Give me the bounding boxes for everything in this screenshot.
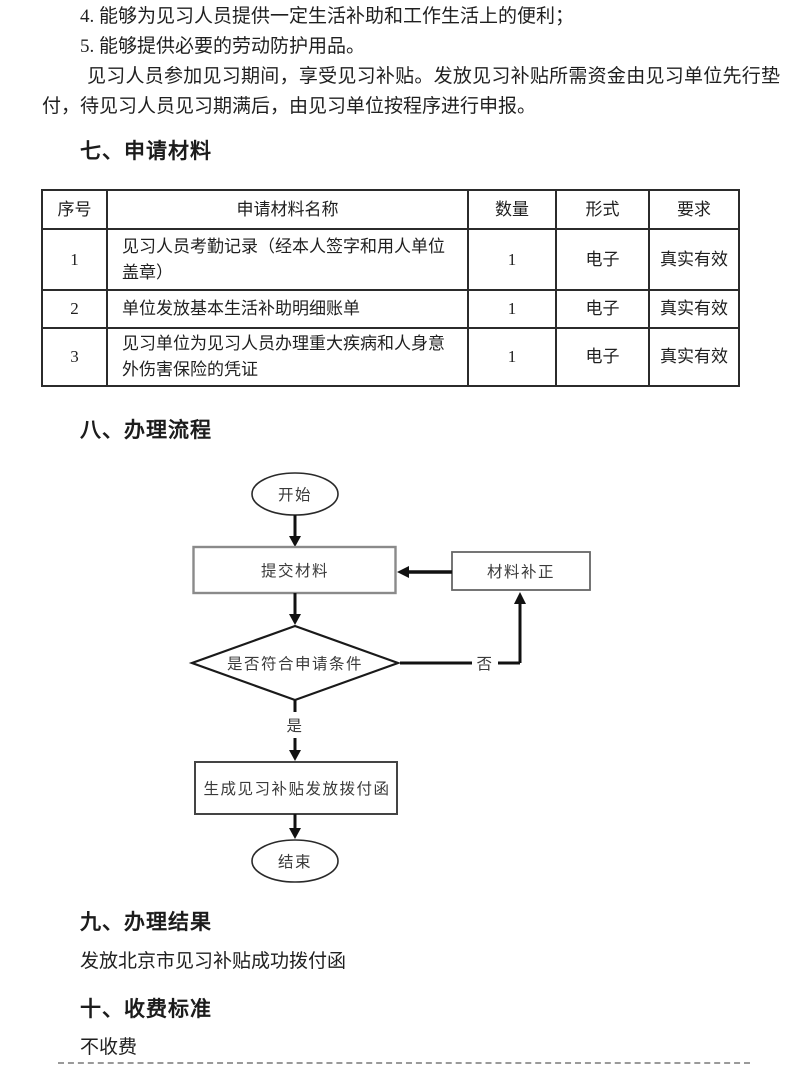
cell-index: 2 bbox=[41, 289, 108, 329]
cell-requirement: 真实有效 bbox=[648, 327, 740, 387]
cell-requirement: 真实有效 bbox=[648, 289, 740, 329]
arrow-down-icon bbox=[289, 614, 301, 625]
cell-quantity: 1 bbox=[467, 289, 557, 329]
cell-quantity: 1 bbox=[467, 327, 557, 387]
arrow-up-icon bbox=[514, 592, 526, 604]
cell-index: 3 bbox=[41, 327, 108, 387]
section-heading-materials: 七、申请材料 bbox=[80, 140, 212, 163]
list-item-5: 5. 能够提供必要的劳动防护用品。 bbox=[80, 36, 366, 57]
table-header-row: 序号 申请材料名称 数量 形式 要求 bbox=[41, 189, 740, 230]
flow-edge-yes-label: 是 bbox=[283, 712, 307, 738]
cell-format: 电子 bbox=[555, 228, 650, 291]
arrow-down-icon bbox=[289, 750, 301, 761]
page-bottom-divider bbox=[58, 1062, 750, 1064]
arrow-left-icon bbox=[397, 566, 409, 578]
table-row: 2 单位发放基本生活补助明细账单 1 电子 真实有效 bbox=[41, 289, 740, 329]
flow-node-decision-label: 是否符合申请条件 bbox=[226, 656, 363, 673]
cell-format: 电子 bbox=[555, 327, 650, 387]
cell-material-name: 见习人员考勤记录（经本人签字和用人单位盖章） bbox=[106, 228, 469, 291]
flow-edge-no-label: 否 bbox=[472, 650, 498, 676]
arrow-down-icon bbox=[289, 828, 301, 839]
col-header-index: 序号 bbox=[41, 189, 108, 230]
table-row: 1 见习人员考勤记录（经本人签字和用人单位盖章） 1 电子 真实有效 bbox=[41, 228, 740, 291]
flow-node-submit-label: 提交材料 bbox=[260, 563, 329, 580]
section-heading-fee: 十、收费标准 bbox=[80, 998, 212, 1021]
col-header-quantity: 数量 bbox=[467, 189, 557, 230]
list-item-4: 4. 能够为见习人员提供一定生活补助和工作生活上的便利； bbox=[80, 6, 575, 27]
cell-index: 1 bbox=[41, 228, 108, 291]
cell-quantity: 1 bbox=[467, 228, 557, 291]
fee-body: 不收费 bbox=[80, 1037, 138, 1058]
cell-format: 电子 bbox=[555, 289, 650, 329]
section-heading-process: 八、办理流程 bbox=[80, 419, 212, 442]
cell-material-name: 见习单位为见习人员办理重大疾病和人身意外伤害保险的凭证 bbox=[106, 327, 469, 387]
flow-node-start-label: 开始 bbox=[277, 487, 312, 504]
intro-paragraph: 见习人员参加见习期间，享受见习补贴。发放见习补贴所需资金由见习单位先行垫付，待见… bbox=[42, 66, 780, 117]
flow-node-correct-label: 材料补正 bbox=[486, 564, 555, 581]
cell-material-name: 单位发放基本生活补助明细账单 bbox=[106, 289, 469, 329]
arrow-down-icon bbox=[289, 536, 301, 547]
col-header-name: 申请材料名称 bbox=[106, 189, 469, 230]
col-header-requirement: 要求 bbox=[648, 189, 740, 230]
table-row: 3 见习单位为见习人员办理重大疾病和人身意外伤害保险的凭证 1 电子 真实有效 bbox=[41, 327, 740, 387]
flow-node-generate-label: 生成见习补贴发放拨付函 bbox=[203, 781, 391, 798]
flow-node-end-label: 结束 bbox=[277, 854, 312, 871]
col-header-format: 形式 bbox=[555, 189, 650, 230]
materials-table: 序号 申请材料名称 数量 形式 要求 1 见习人员考勤记录（经本人签字和用人单位… bbox=[41, 189, 740, 387]
result-body: 发放北京市见习补贴成功拨付函 bbox=[80, 951, 347, 972]
cell-requirement: 真实有效 bbox=[648, 228, 740, 291]
section-heading-result: 九、办理结果 bbox=[80, 911, 212, 934]
intro-block: 4. 能够为见习人员提供一定生活补助和工作生活上的便利； 5. 能够提供必要的劳… bbox=[42, 2, 780, 122]
